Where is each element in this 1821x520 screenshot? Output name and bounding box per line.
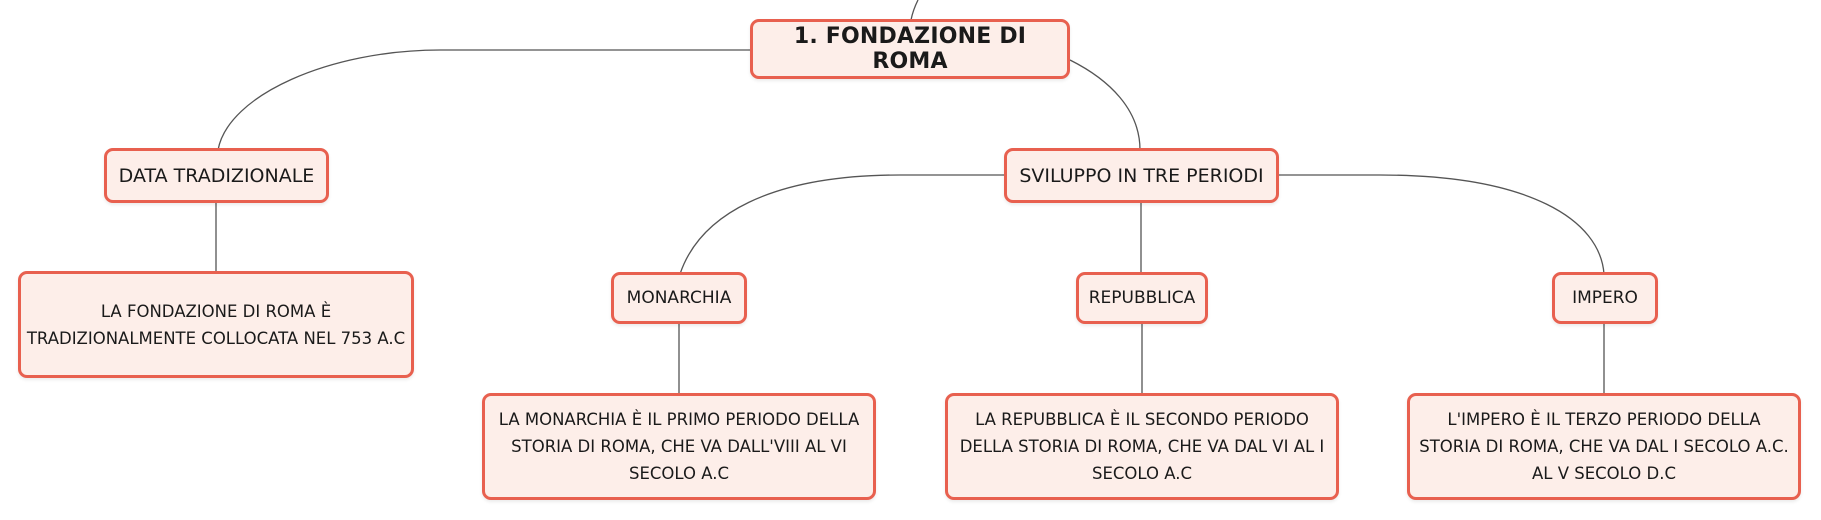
node-label: MONARCHIA: [626, 288, 732, 308]
connector-incoming-root: [910, 0, 919, 21]
connector-root-sviluppo: [1069, 59, 1141, 151]
node-fondazione-di-roma[interactable]: 1. FONDAZIONE DI ROMA: [750, 19, 1070, 79]
node-label: 1. FONDAZIONE DI ROMA: [793, 24, 1027, 74]
node-monarchia-desc[interactable]: LA MONARCHIA È IL PRIMO PERIODO DELLA ST…: [482, 393, 876, 500]
node-label: L'IMPERO È IL TERZO PERIODO DELLA STORIA…: [1419, 410, 1789, 483]
node-impero-desc[interactable]: L'IMPERO È IL TERZO PERIODO DELLA STORIA…: [1407, 393, 1801, 500]
connector-root-data-tradizionale: [217, 49, 752, 151]
connector-sviluppo-impero: [1277, 174, 1605, 275]
node-sviluppo-in-tre-periodi[interactable]: SVILUPPO IN TRE PERIODI: [1004, 148, 1279, 203]
node-monarchia[interactable]: MONARCHIA: [611, 272, 747, 324]
node-label: DATA TRADIZIONALE: [118, 164, 315, 187]
connector-sviluppo-monarchia: [679, 174, 1006, 275]
node-label: LA FONDAZIONE DI ROMA È TRADIZIONALMENTE…: [26, 301, 406, 348]
node-label: LA REPUBBLICA È IL SECONDO PERIODO DELLA…: [959, 410, 1325, 483]
node-label: LA MONARCHIA È IL PRIMO PERIODO DELLA ST…: [498, 410, 860, 483]
node-repubblica[interactable]: REPUBBLICA: [1076, 272, 1208, 324]
node-repubblica-desc[interactable]: LA REPUBBLICA È IL SECONDO PERIODO DELLA…: [945, 393, 1339, 500]
node-data-tradizionale[interactable]: DATA TRADIZIONALE: [104, 148, 329, 203]
node-impero[interactable]: IMPERO: [1552, 272, 1658, 324]
node-label: SVILUPPO IN TRE PERIODI: [1019, 164, 1264, 187]
node-label: REPUBBLICA: [1088, 288, 1196, 308]
node-label: IMPERO: [1572, 288, 1638, 308]
node-data-tradizionale-desc[interactable]: LA FONDAZIONE DI ROMA È TRADIZIONALMENTE…: [18, 271, 414, 378]
